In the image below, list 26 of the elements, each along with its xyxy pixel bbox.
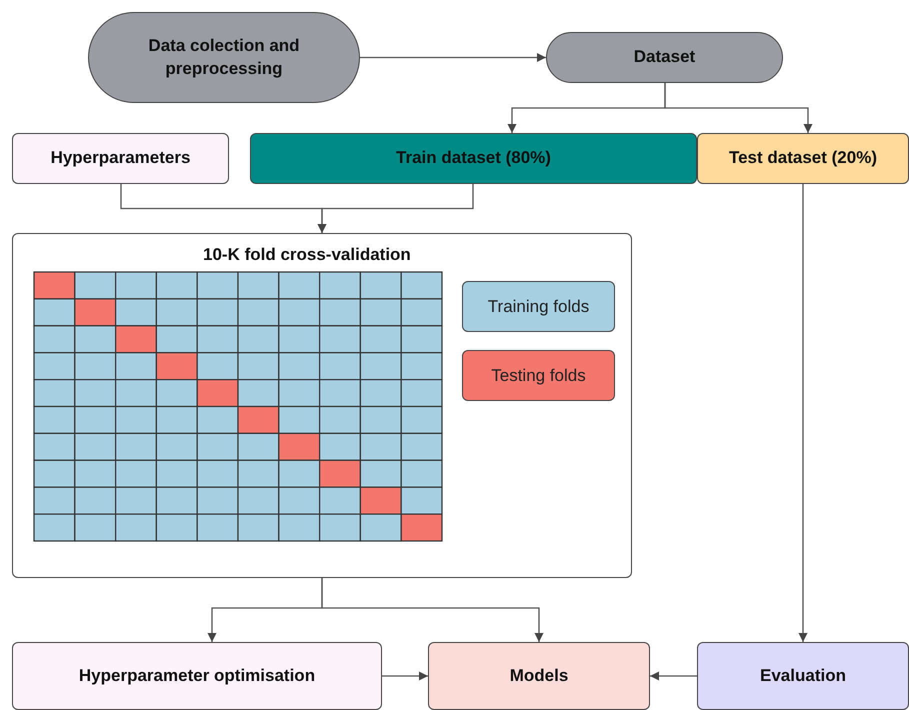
process-box (428, 642, 650, 710)
node-label: Train dataset (80%) (396, 147, 551, 170)
arrow (382, 671, 428, 681)
node-label: Hyperparameters (50, 147, 190, 170)
container-box (12, 233, 632, 578)
node-label: Hyperparameter optimisation (78, 664, 316, 687)
arrow (798, 184, 808, 642)
arrow (321, 578, 544, 642)
node-label: Dataset (634, 46, 696, 68)
terminal-shape (546, 32, 783, 83)
process-box (697, 642, 909, 710)
legend-label: Testing folds (491, 366, 586, 386)
process-box (250, 133, 697, 184)
legend-label: Training folds (488, 296, 590, 316)
arrow (664, 83, 813, 133)
node-label: Models (510, 664, 568, 687)
node-label: Evaluation (760, 664, 846, 687)
process-box (697, 133, 909, 184)
arrow (360, 52, 546, 62)
process-box (12, 133, 229, 184)
node-label: Test dataset (20%) (728, 147, 877, 170)
node-label: Data colection and preprocessing (147, 34, 301, 80)
node-label: 10-K fold cross-validation (203, 244, 411, 266)
process-box (12, 642, 382, 710)
arrow (317, 184, 474, 233)
arrow (650, 671, 697, 681)
